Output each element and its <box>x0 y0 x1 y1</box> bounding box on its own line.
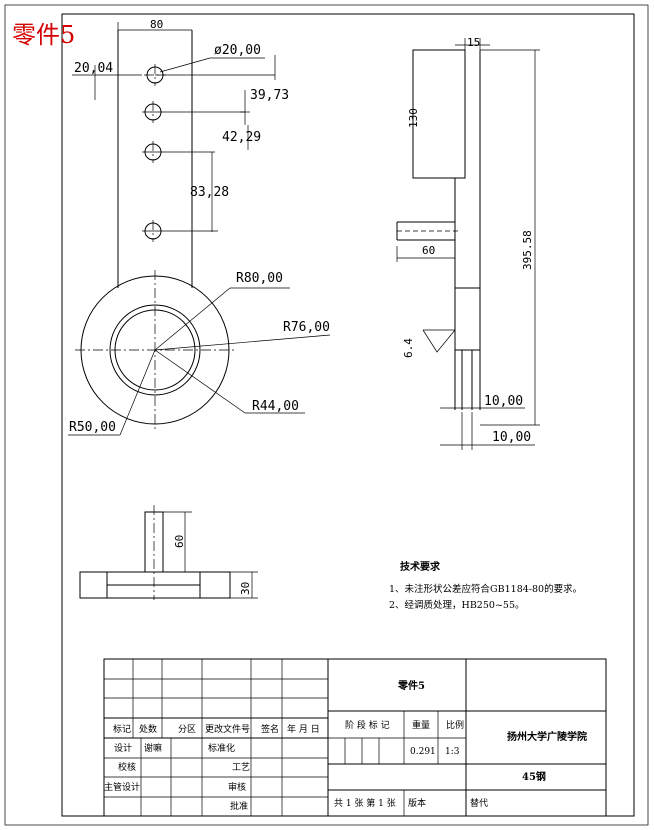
dim-top-w: 15 <box>467 36 480 49</box>
tb-version: 版本 <box>408 797 426 809</box>
dim-r80: R80,00 <box>236 271 283 286</box>
tb-designer: 谢嘛 <box>144 742 162 754</box>
dim-pitch-1: 39,73 <box>250 88 289 103</box>
bottom-view: 60 30 <box>79 505 258 600</box>
tb-process: 工艺 <box>232 762 250 773</box>
dim-hole-dia: ø20,00 <box>214 43 261 58</box>
drawing-title: 零件5 <box>12 21 75 49</box>
outer-border <box>4 4 649 826</box>
dim-boss-w: 60 <box>422 244 435 257</box>
dim-r50: R50,00 <box>69 420 116 435</box>
dim-length: 395.58 <box>521 230 534 270</box>
tb-scale-val: 1:3 <box>445 747 460 757</box>
dim-top-h: 130 <box>407 108 420 128</box>
tb-stage: 阶 段 标 记 <box>345 719 390 731</box>
tb-check: 校核 <box>118 761 136 773</box>
front-view: 80 ø20,00 20,04 <box>68 18 331 436</box>
tb-approve: 批准 <box>230 800 248 812</box>
technical-notes: 技术要求 1、未注形状公差应符合GB1184-80的要求。 2、经调质处理，HB… <box>389 560 582 611</box>
tb-standard: 标准化 <box>208 742 235 754</box>
roughness-value: 6.4 <box>402 338 415 358</box>
dim-bottom-h: 60 <box>173 535 186 548</box>
tb-part-name: 零件5 <box>397 679 425 692</box>
tb-change-doc: 更改文件号 <box>205 723 250 735</box>
hole-2 <box>142 101 245 123</box>
tb-sheet: 共 1 张 第 1 张 <box>334 797 396 809</box>
dim-bottom-w1: 10,00 <box>484 394 523 409</box>
inner-border <box>61 13 635 817</box>
tb-zone: 分区 <box>178 724 196 735</box>
tb-sign: 签名 <box>261 723 279 735</box>
tb-replace: 替代 <box>470 797 488 809</box>
dim-r76: R76,00 <box>283 320 330 335</box>
note-1: 1、未注形状公差应符合GB1184-80的要求。 <box>389 583 582 595</box>
tb-weight: 重量 <box>412 719 430 731</box>
notes-heading: 技术要求 <box>400 560 441 573</box>
tb-chief: 主管设计 <box>104 781 140 793</box>
dim-bottom-w2: 10,00 <box>492 430 531 445</box>
tb-material: 45钢 <box>522 770 546 783</box>
title-block: 零件5 扬州大学广陵学院 45钢 标记 处数 分区 更改文件号 签名 年 月 日… <box>103 658 607 817</box>
tb-design: 设计 <box>114 742 132 754</box>
dim-hole-offset: 20,04 <box>74 61 113 76</box>
dim-r44: R44,00 <box>252 399 299 414</box>
tb-count: 处数 <box>139 723 157 735</box>
tb-mark: 标记 <box>113 723 131 735</box>
dim-bottom-t: 30 <box>239 582 252 595</box>
tb-school: 扬州大学广陵学院 <box>507 730 587 743</box>
tb-review: 审核 <box>228 781 246 793</box>
hole-3 <box>142 141 215 163</box>
note-2: 2、经调质处理，HB250~55。 <box>389 599 525 611</box>
side-view: 15 130 60 6.4 395.58 10,00 <box>396 36 540 450</box>
dim-pitch-3: 83,28 <box>190 185 229 200</box>
tb-date: 年 月 日 <box>287 723 320 735</box>
tb-weight-val: 0.291 <box>410 747 436 757</box>
tb-scale: 比例 <box>446 719 464 731</box>
dim-width: 80 <box>150 18 163 31</box>
dim-pitch-2: 42,29 <box>222 130 261 145</box>
hole-4 <box>142 220 218 242</box>
